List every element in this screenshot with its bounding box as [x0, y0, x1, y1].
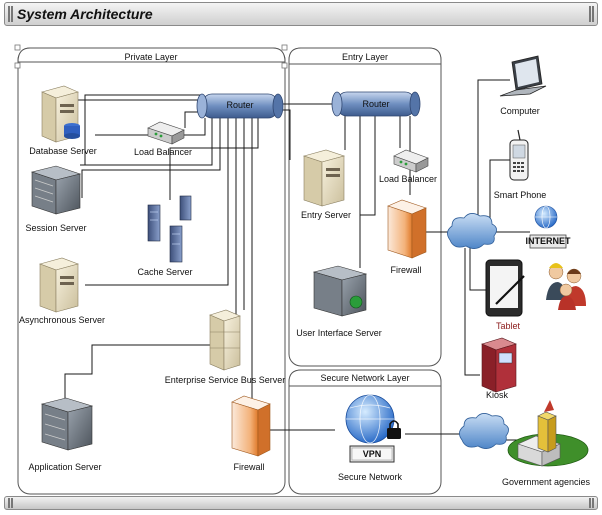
- firewall-private-icon: [231, 395, 271, 457]
- application-server-label: Application Server: [28, 462, 101, 472]
- load-balancer-entry-label: Load Balancer: [379, 174, 437, 184]
- entry-server-icon: [302, 149, 346, 207]
- tablet: Tablet: [485, 259, 525, 331]
- bottom-bar-right-cap: [589, 498, 594, 508]
- enterprise-service-bus-server-icon: [209, 309, 241, 371]
- users-group-icon: [546, 263, 586, 310]
- title-bar-right-cap: [589, 6, 594, 22]
- firewall-entry-icon: [387, 199, 427, 259]
- entry-layer-label: Entry Layer: [342, 52, 388, 62]
- user-interface-server: User Interface Server: [296, 265, 382, 338]
- title-bar-left-cap: [8, 6, 13, 22]
- title-bar: System Architecture: [4, 2, 598, 26]
- computer-label: Computer: [500, 106, 540, 116]
- internet-globe-icon: [534, 205, 558, 229]
- firewall-entry-label: Firewall: [390, 265, 421, 275]
- session-server: Session Server: [25, 165, 87, 233]
- load-balancer-private-icon: [147, 121, 185, 145]
- bottom-bar: [4, 496, 598, 510]
- tablet-icon: [485, 259, 525, 317]
- vpn-label: VPN: [363, 449, 382, 459]
- cache-server-label: Cache Server: [137, 267, 192, 277]
- session-server-label: Session Server: [25, 223, 86, 233]
- laptop-icon: [499, 55, 547, 97]
- user-interface-server-icon: [312, 265, 368, 317]
- secure-layer-header: [288, 369, 442, 387]
- firewall-private: Firewall: [231, 395, 271, 472]
- database-server: Database Server: [29, 85, 97, 156]
- government-agencies-label: Government agencies: [502, 477, 591, 487]
- cache-server: Cache Server: [137, 195, 193, 277]
- load-balancer-private: Load Balancer: [134, 121, 192, 157]
- secure-network-label: Secure Network: [338, 472, 403, 482]
- internet-cloud-icon: [447, 213, 497, 249]
- government-agencies: Government agencies: [502, 400, 591, 487]
- database-server-label: Database Server: [29, 146, 97, 156]
- private-layer-label: Private Layer: [124, 52, 177, 62]
- kiosk: Kiosk: [481, 337, 517, 400]
- router-entry: Router: [331, 91, 421, 117]
- esb-server-label: Enterprise Service Bus Server: [165, 375, 286, 385]
- smart-phone: Smart Phone: [494, 129, 547, 200]
- page-title: System Architecture: [17, 6, 153, 22]
- bottom-bar-left-cap: [8, 498, 13, 508]
- kiosk-icon: [481, 337, 517, 393]
- internet-badge: INTERNET: [526, 205, 572, 249]
- kiosk-label: Kiosk: [486, 390, 509, 400]
- router-private: Router: [196, 93, 284, 119]
- entry-layer-header: [288, 47, 442, 65]
- application-server-icon: [40, 397, 94, 451]
- asynchronous-server-label: Asynchronous Server: [19, 315, 105, 325]
- computer: Computer: [499, 55, 547, 116]
- load-balancer-entry: Load Balancer: [379, 149, 437, 184]
- router-private-label: Router: [226, 100, 253, 110]
- selection-handles: [14, 44, 288, 69]
- load-balancer-private-label: Load Balancer: [134, 147, 192, 157]
- application-server: Application Server: [28, 397, 102, 472]
- session-server-icon: [30, 165, 82, 215]
- secure-network-globe-icon: [345, 394, 395, 444]
- government-cloud-icon: [459, 413, 509, 449]
- vpn-badge: VPN: [349, 445, 395, 463]
- secure-layer-label: Secure Network Layer: [320, 373, 409, 383]
- firewall-entry: Firewall: [387, 199, 427, 275]
- entry-server-label: Entry Server: [301, 210, 351, 220]
- smart-phone-icon: [509, 129, 529, 181]
- database-server-icon: [41, 85, 80, 143]
- asynchronous-server-icon: [39, 257, 79, 313]
- user-interface-server-label: User Interface Server: [296, 328, 382, 338]
- internet-label: INTERNET: [526, 236, 572, 246]
- firewall-private-label: Firewall: [233, 462, 264, 472]
- government-building-icon: [507, 400, 589, 467]
- load-balancer-entry-icon: [393, 149, 429, 173]
- enterprise-service-bus-server: Enterprise Service Bus Server: [165, 309, 286, 385]
- cache-server-icon: [147, 195, 192, 263]
- lock-icon: [387, 420, 401, 439]
- router-entry-label: Router: [362, 99, 389, 109]
- asynchronous-server: Asynchronous Server: [19, 257, 105, 325]
- secure-network: VPN Secure Network: [338, 394, 403, 482]
- entry-server: Entry Server: [301, 149, 351, 220]
- private-layer-header: [17, 47, 286, 63]
- smart-phone-label: Smart Phone: [494, 190, 547, 200]
- tablet-label: Tablet: [496, 321, 521, 331]
